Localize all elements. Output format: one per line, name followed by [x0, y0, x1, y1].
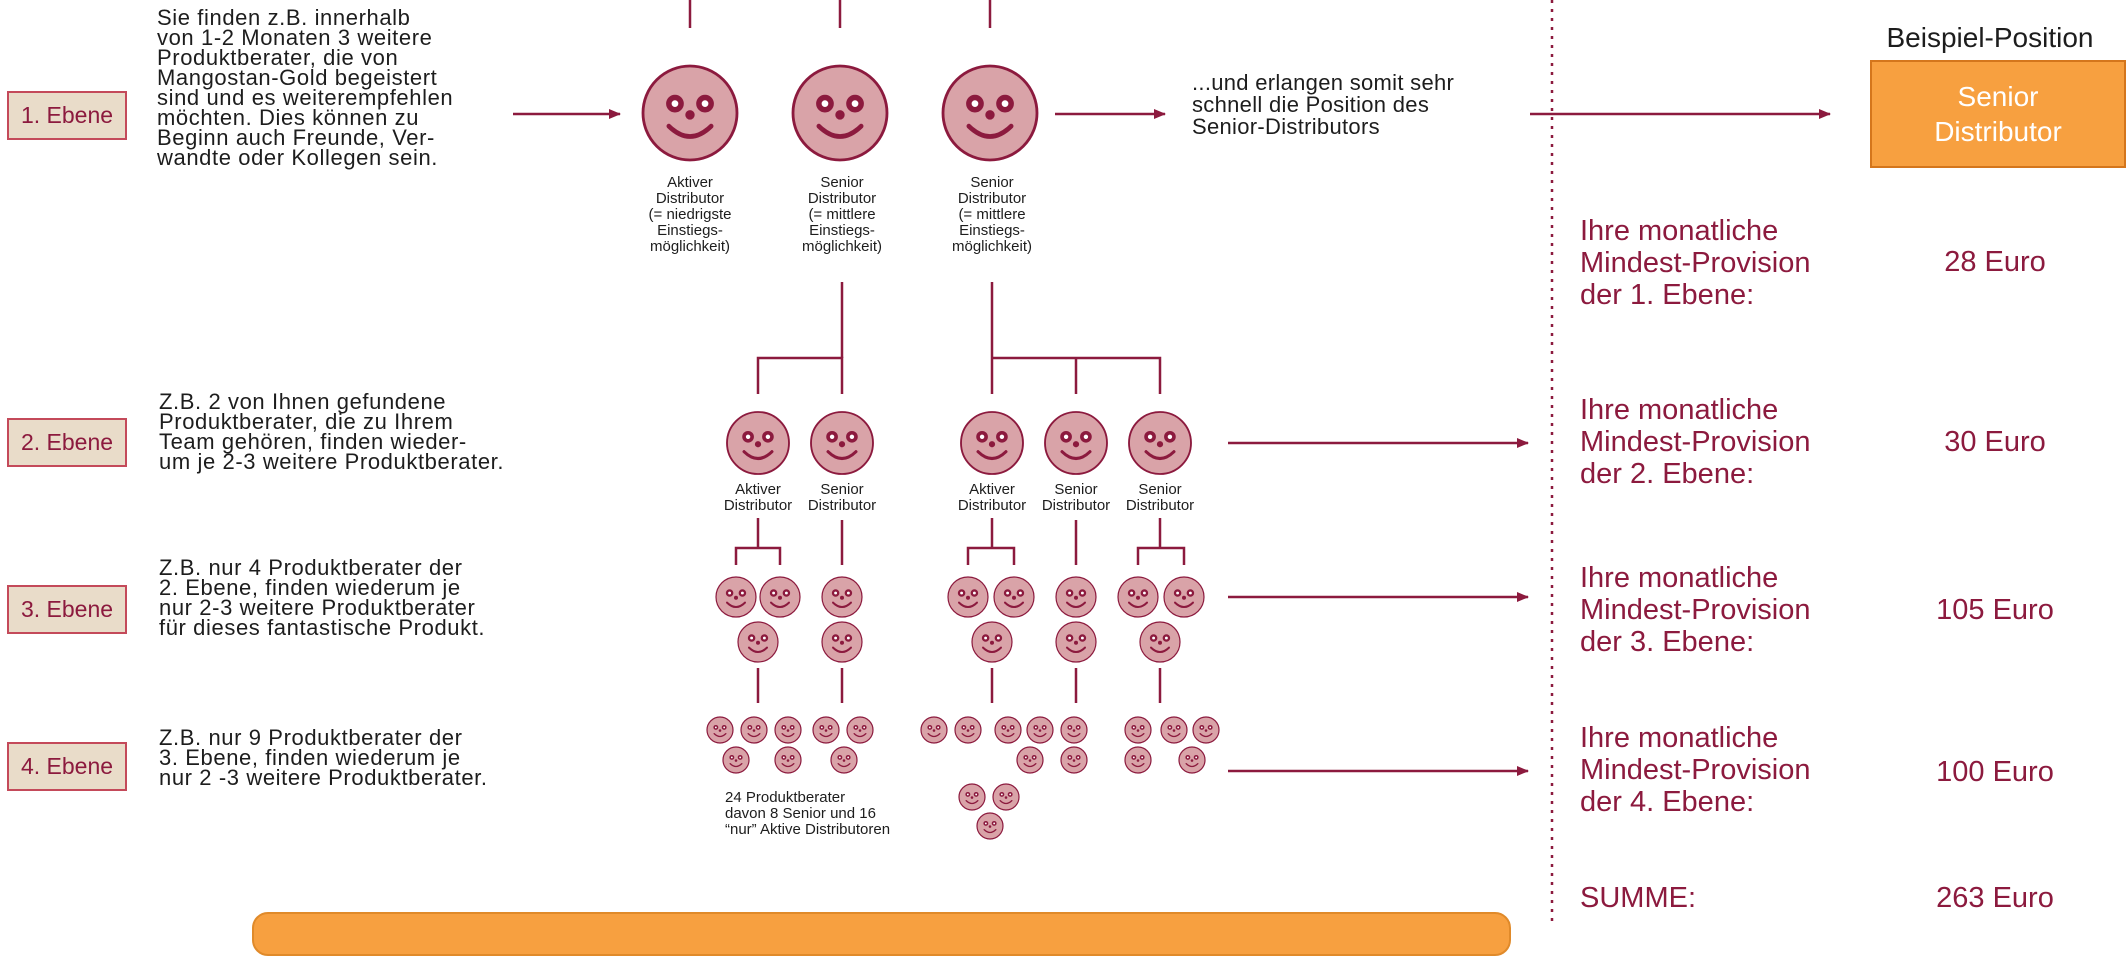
- level-badge-2: 2. Ebene: [7, 418, 127, 467]
- face-icon-level1-1: [641, 64, 739, 162]
- face-icon-level4-12: [1026, 716, 1054, 744]
- face-icon-level3-7: [993, 576, 1035, 618]
- position-title: Beispiel-Position: [1886, 22, 2094, 53]
- face-icon-level4-4: [812, 716, 840, 744]
- face-icon-level3-13: [1139, 621, 1181, 663]
- face-icon-level3-11: [1117, 576, 1159, 618]
- face-icon-level3-9: [1055, 576, 1097, 618]
- face-icon-level2-2: [810, 411, 874, 475]
- face-icon-level3-12: [1163, 576, 1205, 618]
- face-icon-level2-5: [1128, 411, 1192, 475]
- face-icon-level3-6: [947, 576, 989, 618]
- face-icon-level4-10: [954, 716, 982, 744]
- face-icon-level3-5: [821, 621, 863, 663]
- face-icon-level4-5: [846, 716, 874, 744]
- face-icon-level4-19: [1124, 746, 1152, 774]
- face-icon-level4-20: [1178, 746, 1206, 774]
- sum-label: SUMME:: [1580, 882, 1696, 914]
- face-icon-level3-8: [971, 621, 1013, 663]
- face-icon-level4-17: [1160, 716, 1188, 744]
- face-icon-level4-3: [774, 716, 802, 744]
- face-icon-level1-2: [791, 64, 889, 162]
- provision-value-2: 30 Euro: [1944, 426, 2046, 458]
- face-icon-level2-1: [726, 411, 790, 475]
- face-icons: [641, 64, 1220, 840]
- face-icon-level3-10: [1055, 621, 1097, 663]
- network-diagram: [513, 0, 1831, 922]
- sum-value: 263 Euro: [1936, 882, 2054, 914]
- face-icon-level4-21: [958, 783, 986, 811]
- face-icon-level2-4: [1044, 411, 1108, 475]
- provision-value-4: 100 Euro: [1936, 756, 2054, 788]
- level-badge-3: 3. Ebene: [7, 585, 127, 634]
- face-icon-level4-14: [1016, 746, 1044, 774]
- face-icon-level4-8: [830, 746, 858, 774]
- face-icon-level4-7: [774, 746, 802, 774]
- face-icon-level4-15: [1060, 746, 1088, 774]
- face-icon-level3-4: [821, 576, 863, 618]
- face-icon-level4-13: [1060, 716, 1088, 744]
- face-icon-level4-6: [722, 746, 750, 774]
- level-badge-4: 4. Ebene: [7, 742, 127, 791]
- face-icon-level4-16: [1124, 716, 1152, 744]
- provision-value-3: 105 Euro: [1936, 594, 2054, 626]
- level-badge-1: 1. Ebene: [7, 91, 127, 140]
- face-icon-level4-22: [992, 783, 1020, 811]
- face-icon-level4-1: [706, 716, 734, 744]
- face-icon-level4-18: [1192, 716, 1220, 744]
- bottom-banner: [252, 912, 1511, 956]
- connector-lines: [688, 0, 1186, 703]
- arrows: [513, 109, 1831, 776]
- face-icon-level4-9: [920, 716, 948, 744]
- face-icon-level4-23: [976, 812, 1004, 840]
- face-icon-level2-3: [960, 411, 1024, 475]
- face-icon-level3-2: [759, 576, 801, 618]
- face-icon-level3-1: [715, 576, 757, 618]
- face-icon-level4-2: [740, 716, 768, 744]
- provision-value-1: 28 Euro: [1944, 246, 2046, 278]
- face-icon-level3-3: [737, 621, 779, 663]
- face-icon-level1-3: [941, 64, 1039, 162]
- face-icon-level4-11: [994, 716, 1022, 744]
